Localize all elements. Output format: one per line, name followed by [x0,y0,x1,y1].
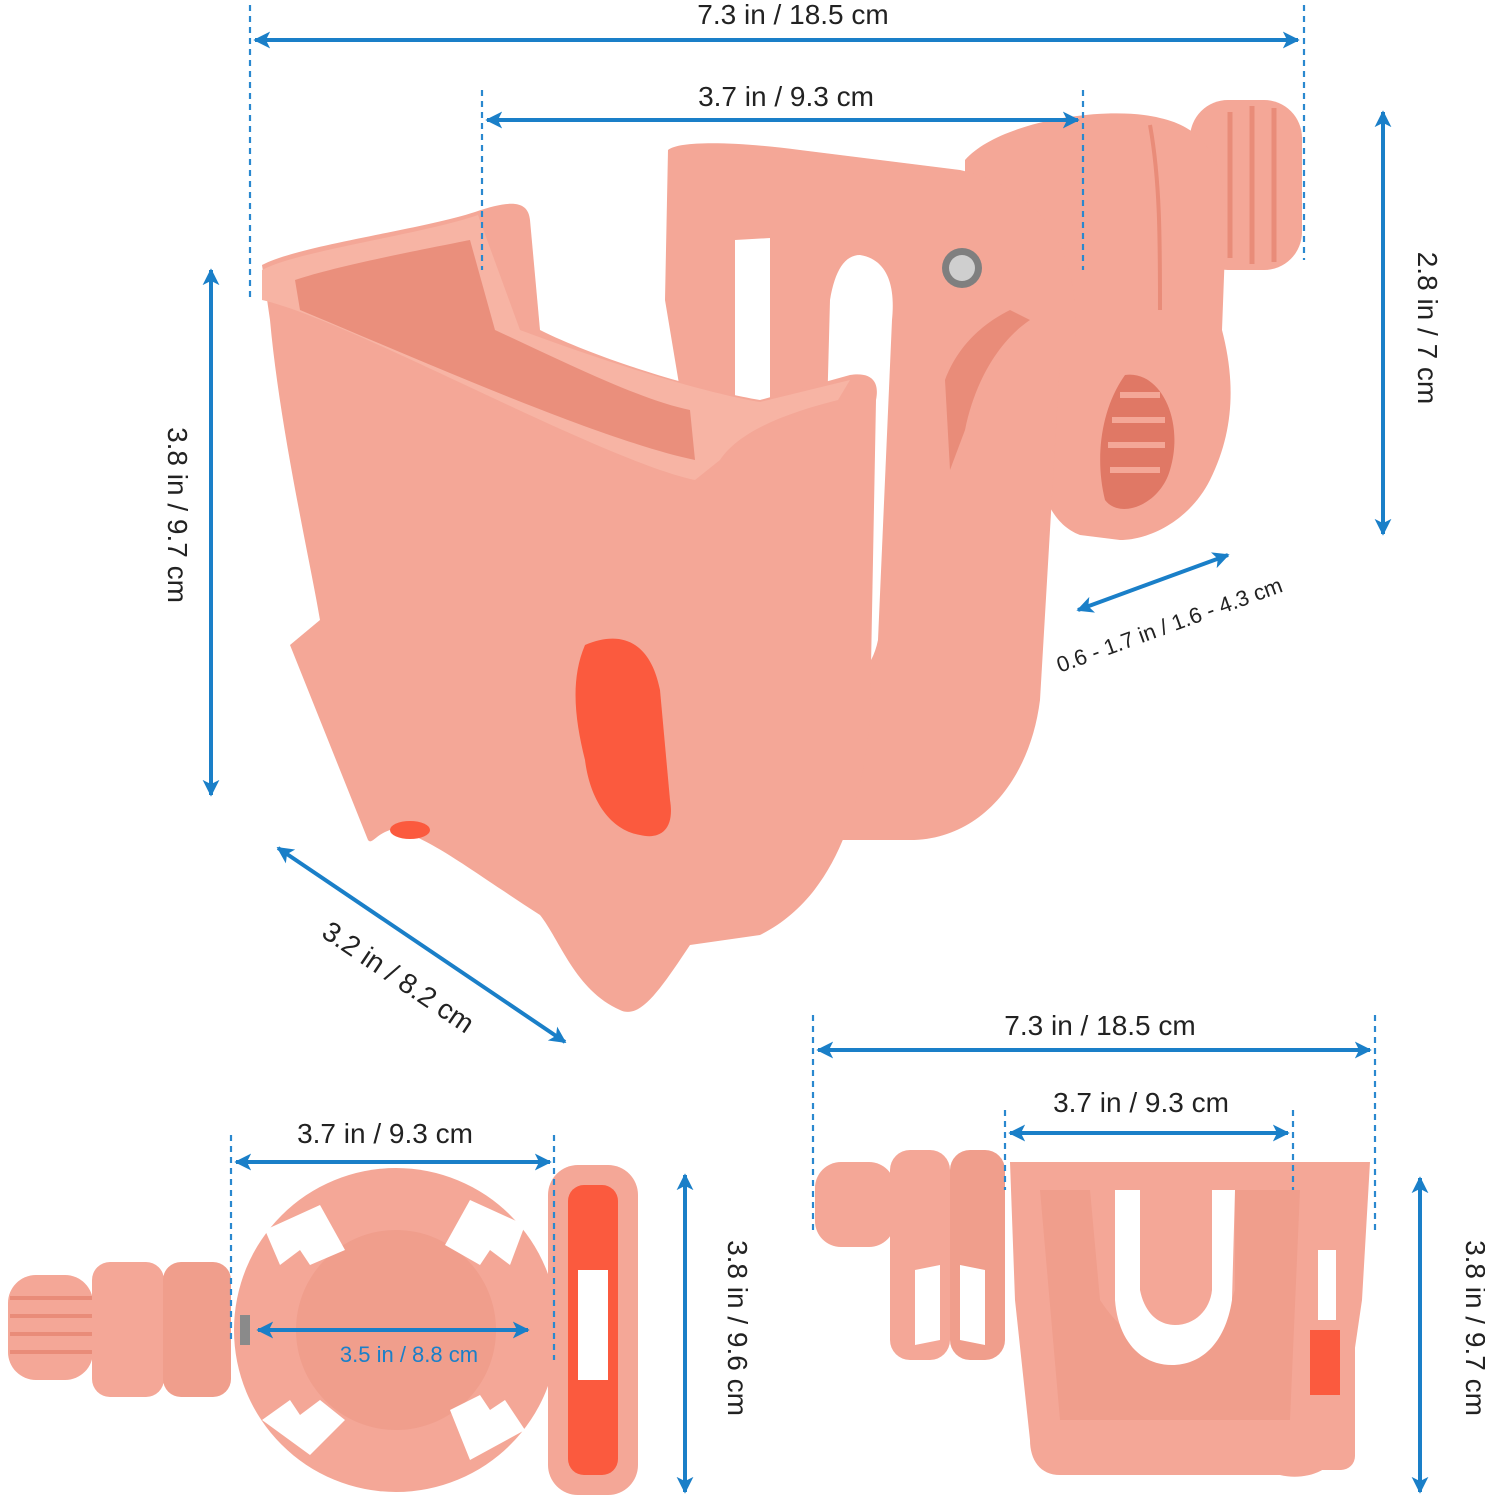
label-side-width: 3.7 in / 9.3 cm [1053,1087,1229,1118]
label-cup-height: 3.8 in / 9.7 cm [162,427,193,603]
label-cup-depth: 3.2 in / 8.2 cm [317,915,480,1039]
clamp-jaw-opening [1100,374,1175,509]
label-top-diameter: 3.5 in / 8.8 cm [340,1342,478,1367]
label-clamp-height: 2.8 in / 7 cm [1412,252,1443,405]
arrow-clamp-range [1076,552,1230,613]
label-top-depth: 3.8 in / 9.6 cm [722,1240,753,1416]
label-side-length: 7.3 in / 18.5 cm [1004,1010,1195,1041]
top-view-knob [8,1275,93,1380]
cup-inner-cavity [575,638,671,837]
side-view-knob [815,1162,895,1247]
label-side-height: 3.8 in / 9.7 cm [1460,1240,1485,1416]
arrow-cup-depth [276,846,567,1044]
main-product-illustration [262,100,1302,1012]
label-total-length: 7.3 in / 18.5 cm [697,0,888,30]
dimension-lines [202,5,1429,1494]
label-clamp-range: 0.6 - 1.7 in / 1.6 - 4.3 cm [1053,572,1286,677]
label-cup-width: 3.7 in / 9.3 cm [698,81,874,112]
label-top-width: 3.7 in / 9.3 cm [297,1118,473,1149]
side-view-u-slot [1115,1190,1235,1365]
side-view-product-illustration [815,1150,1370,1477]
